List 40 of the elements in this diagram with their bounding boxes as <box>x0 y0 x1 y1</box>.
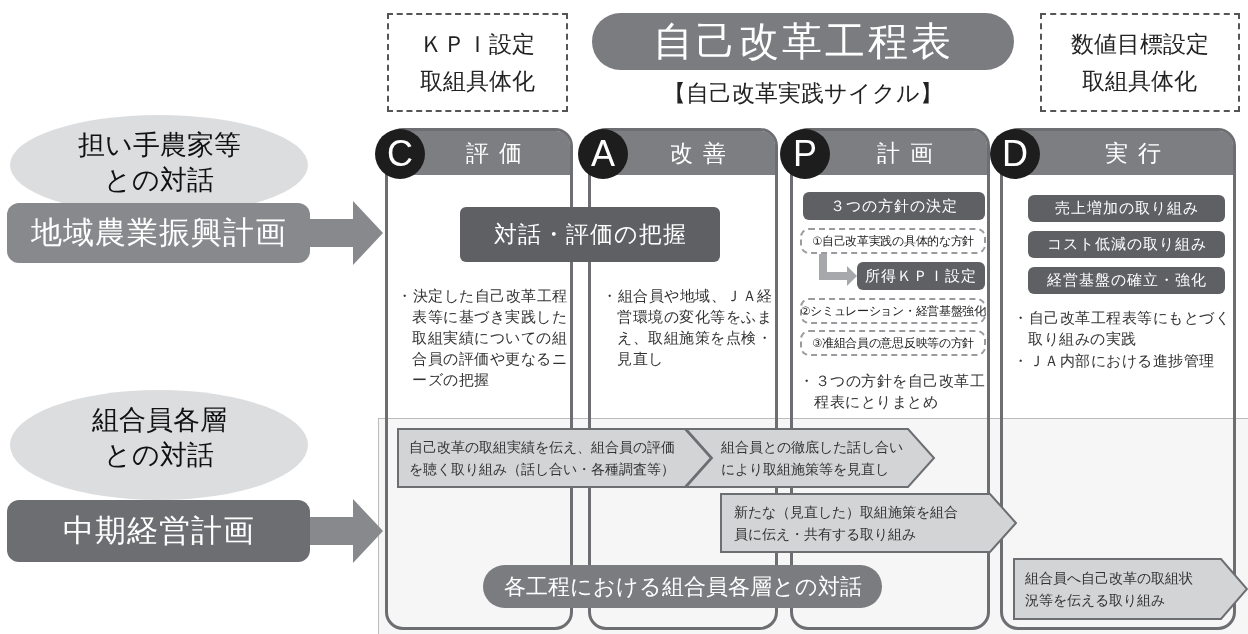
step-box: 所得ＫＰＩ設定 <box>857 262 985 290</box>
letter-badge: P <box>780 129 830 179</box>
letter-badge: C <box>375 129 425 179</box>
plan-box: 地域農業振興計画 <box>7 203 310 263</box>
subtitle: 【自己改革実践サイクル】 <box>662 79 944 108</box>
letter-badge: D <box>990 129 1040 179</box>
step-box: コスト低減の取り組み <box>1028 231 1225 258</box>
step-box: 経営基盤の確立・強化 <box>1028 267 1225 294</box>
arrow <box>310 499 383 563</box>
column-heading: 改善 <box>670 138 736 168</box>
arrow-shaped-box: 組合員との徹底した話し合いにより取組施策等を見直し <box>685 428 935 488</box>
arrow <box>310 201 383 265</box>
dialogue-ellipse <box>10 390 308 500</box>
ellipse-text: 組合員各層との対話 <box>90 403 228 473</box>
dialogue-capsule: 各工程における組合員各層との対話 <box>483 565 882 608</box>
bullet-text: ・ＪＡ内部における進捗管理 <box>1013 351 1216 372</box>
title-banner: 自己改革工程表 <box>592 13 1014 70</box>
arrow <box>819 254 857 286</box>
policy-box: ①自己改革実践の具体的な方針 <box>800 228 986 254</box>
step-box: ３つの方針の決定 <box>803 192 985 220</box>
bullet-text: ・自己改革工程表等にもとづく取り組みの実践 <box>1013 308 1231 350</box>
arrow-shaped-box: 新たな（見直した）取組施策を組合員に伝え・共有する取り組み <box>720 493 1017 553</box>
column-heading: 評価 <box>466 138 532 168</box>
note-text: ＫＰＩ設定取組具体化 <box>419 29 536 96</box>
policy-box: ②シミュレーション・経営基盤強化 <box>800 298 986 324</box>
ellipse-text: 担い手農家等との対話 <box>76 128 242 198</box>
letter-badge: A <box>578 129 628 179</box>
plan-box: 中期経営計画 <box>7 500 310 562</box>
column-heading: 実行 <box>1105 138 1171 168</box>
bullet-text: ・３つの方針を自己改革工程表にとりまとめ <box>799 371 986 413</box>
bullet-text: ・組合員や地域、ＪＡ経営環境の変化等をふまえ、取組施策を点検・見直し <box>602 286 774 370</box>
policy-box: ③准組合員の意思反映等の方針 <box>800 330 986 356</box>
dashed-note-box <box>387 13 568 112</box>
bullet-text: ・決定した自己改革工程表等に基づき実践した取組実績についての組合員の評価や更なるニーズの把握 <box>397 286 569 391</box>
dashed-note-box <box>1040 13 1240 112</box>
column-heading: 計画 <box>877 138 943 168</box>
note-text: 数値目標設定取組具体化 <box>1070 29 1210 96</box>
step-box: 対話・評価の把握 <box>460 207 720 262</box>
arrow-shaped-box: 自己改革の取組実績を伝え、組合員の評価を聴く取り組み（話し合い・各種調査等） <box>397 428 712 488</box>
step-box: 売上増加の取り組み <box>1028 195 1225 222</box>
